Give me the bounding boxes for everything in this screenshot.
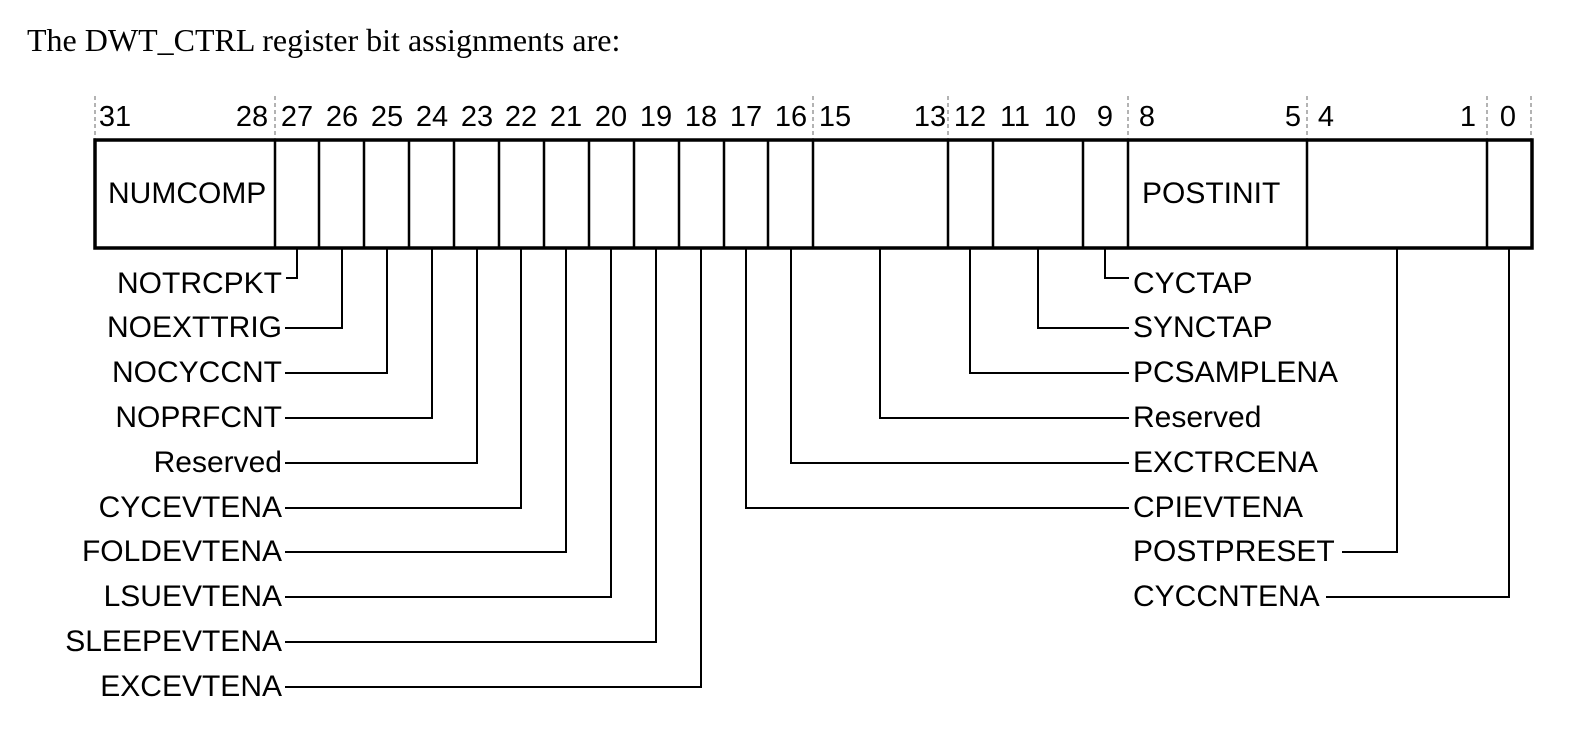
bit-number-26: 26	[325, 101, 359, 133]
bit-number-8: 8	[1138, 101, 1156, 133]
callout-excevtena: EXCEVTENA	[100, 670, 282, 703]
bit-number-9: 9	[1096, 101, 1114, 133]
callout-nocyccnt: NOCYCCNT	[112, 356, 282, 389]
bit-number-16: 16	[774, 101, 808, 133]
bit-number-17: 17	[729, 101, 763, 133]
bit-number-20: 20	[594, 101, 628, 133]
bit-number-12: 12	[953, 101, 987, 133]
bit-number-27: 27	[280, 101, 314, 133]
bit-number-13: 13	[913, 101, 947, 133]
right-callout-lines	[745, 248, 1510, 598]
bit-number-19: 19	[639, 101, 673, 133]
bit-number-10: 10	[1043, 101, 1077, 133]
bit-number-1: 1	[1459, 101, 1477, 133]
callout-noexttrig: NOEXTTRIG	[106, 311, 282, 344]
callout-cpievtena: CPIEVTENA	[1133, 491, 1304, 524]
callout-pcsamplena: PCSAMPLENA	[1133, 356, 1339, 389]
bit-number-25: 25	[370, 101, 404, 133]
bit-number-0: 0	[1499, 101, 1517, 133]
bit-number-18: 18	[684, 101, 718, 133]
bit-number-5: 5	[1284, 101, 1302, 133]
bit-cell-dividers	[273, 140, 1489, 248]
field-boundary-ticks	[94, 96, 1532, 140]
bit-number-21: 21	[549, 101, 583, 133]
callout-cycevtena: CYCEVTENA	[98, 491, 282, 524]
callout-synctap: SYNCTAP	[1133, 311, 1273, 344]
callout-foldevtena: FOLDEVTENA	[81, 535, 282, 568]
field-numcomp: NUMCOMP	[108, 177, 267, 210]
left-callout-lines	[285, 248, 702, 688]
callout-lsuevtena: LSUEVTENA	[103, 580, 282, 613]
callout-notrcpkt: NOTRCPKT	[117, 267, 282, 300]
bit-number-4: 4	[1317, 101, 1335, 133]
bit-number-11: 11	[999, 101, 1031, 133]
callout-sleepevtena: SLEEPEVTENA	[65, 625, 282, 658]
intro-text: The DWT_CTRL register bit assignments ar…	[27, 22, 621, 58]
bit-number-23: 23	[460, 101, 494, 133]
bit-number-24: 24	[415, 101, 449, 133]
field-postinit: POSTINIT	[1142, 177, 1281, 210]
bit-number-28: 28	[235, 101, 269, 133]
callout-cyctap: CYCTAP	[1133, 267, 1253, 300]
callout-reserved-23: Reserved	[153, 446, 282, 479]
callout-reserved-15-13: Reserved	[1133, 401, 1262, 434]
callout-exctrcena: EXCTRCENA	[1133, 446, 1319, 479]
bit-number-15: 15	[818, 101, 852, 133]
callout-cyccntena: CYCCNTENA	[1133, 580, 1320, 613]
bit-number-22: 22	[504, 101, 538, 133]
callout-noprfcnt: NOPRFCNT	[115, 401, 282, 434]
bit-number-31: 31	[98, 101, 132, 133]
callout-postpreset: POSTPRESET	[1133, 535, 1335, 568]
